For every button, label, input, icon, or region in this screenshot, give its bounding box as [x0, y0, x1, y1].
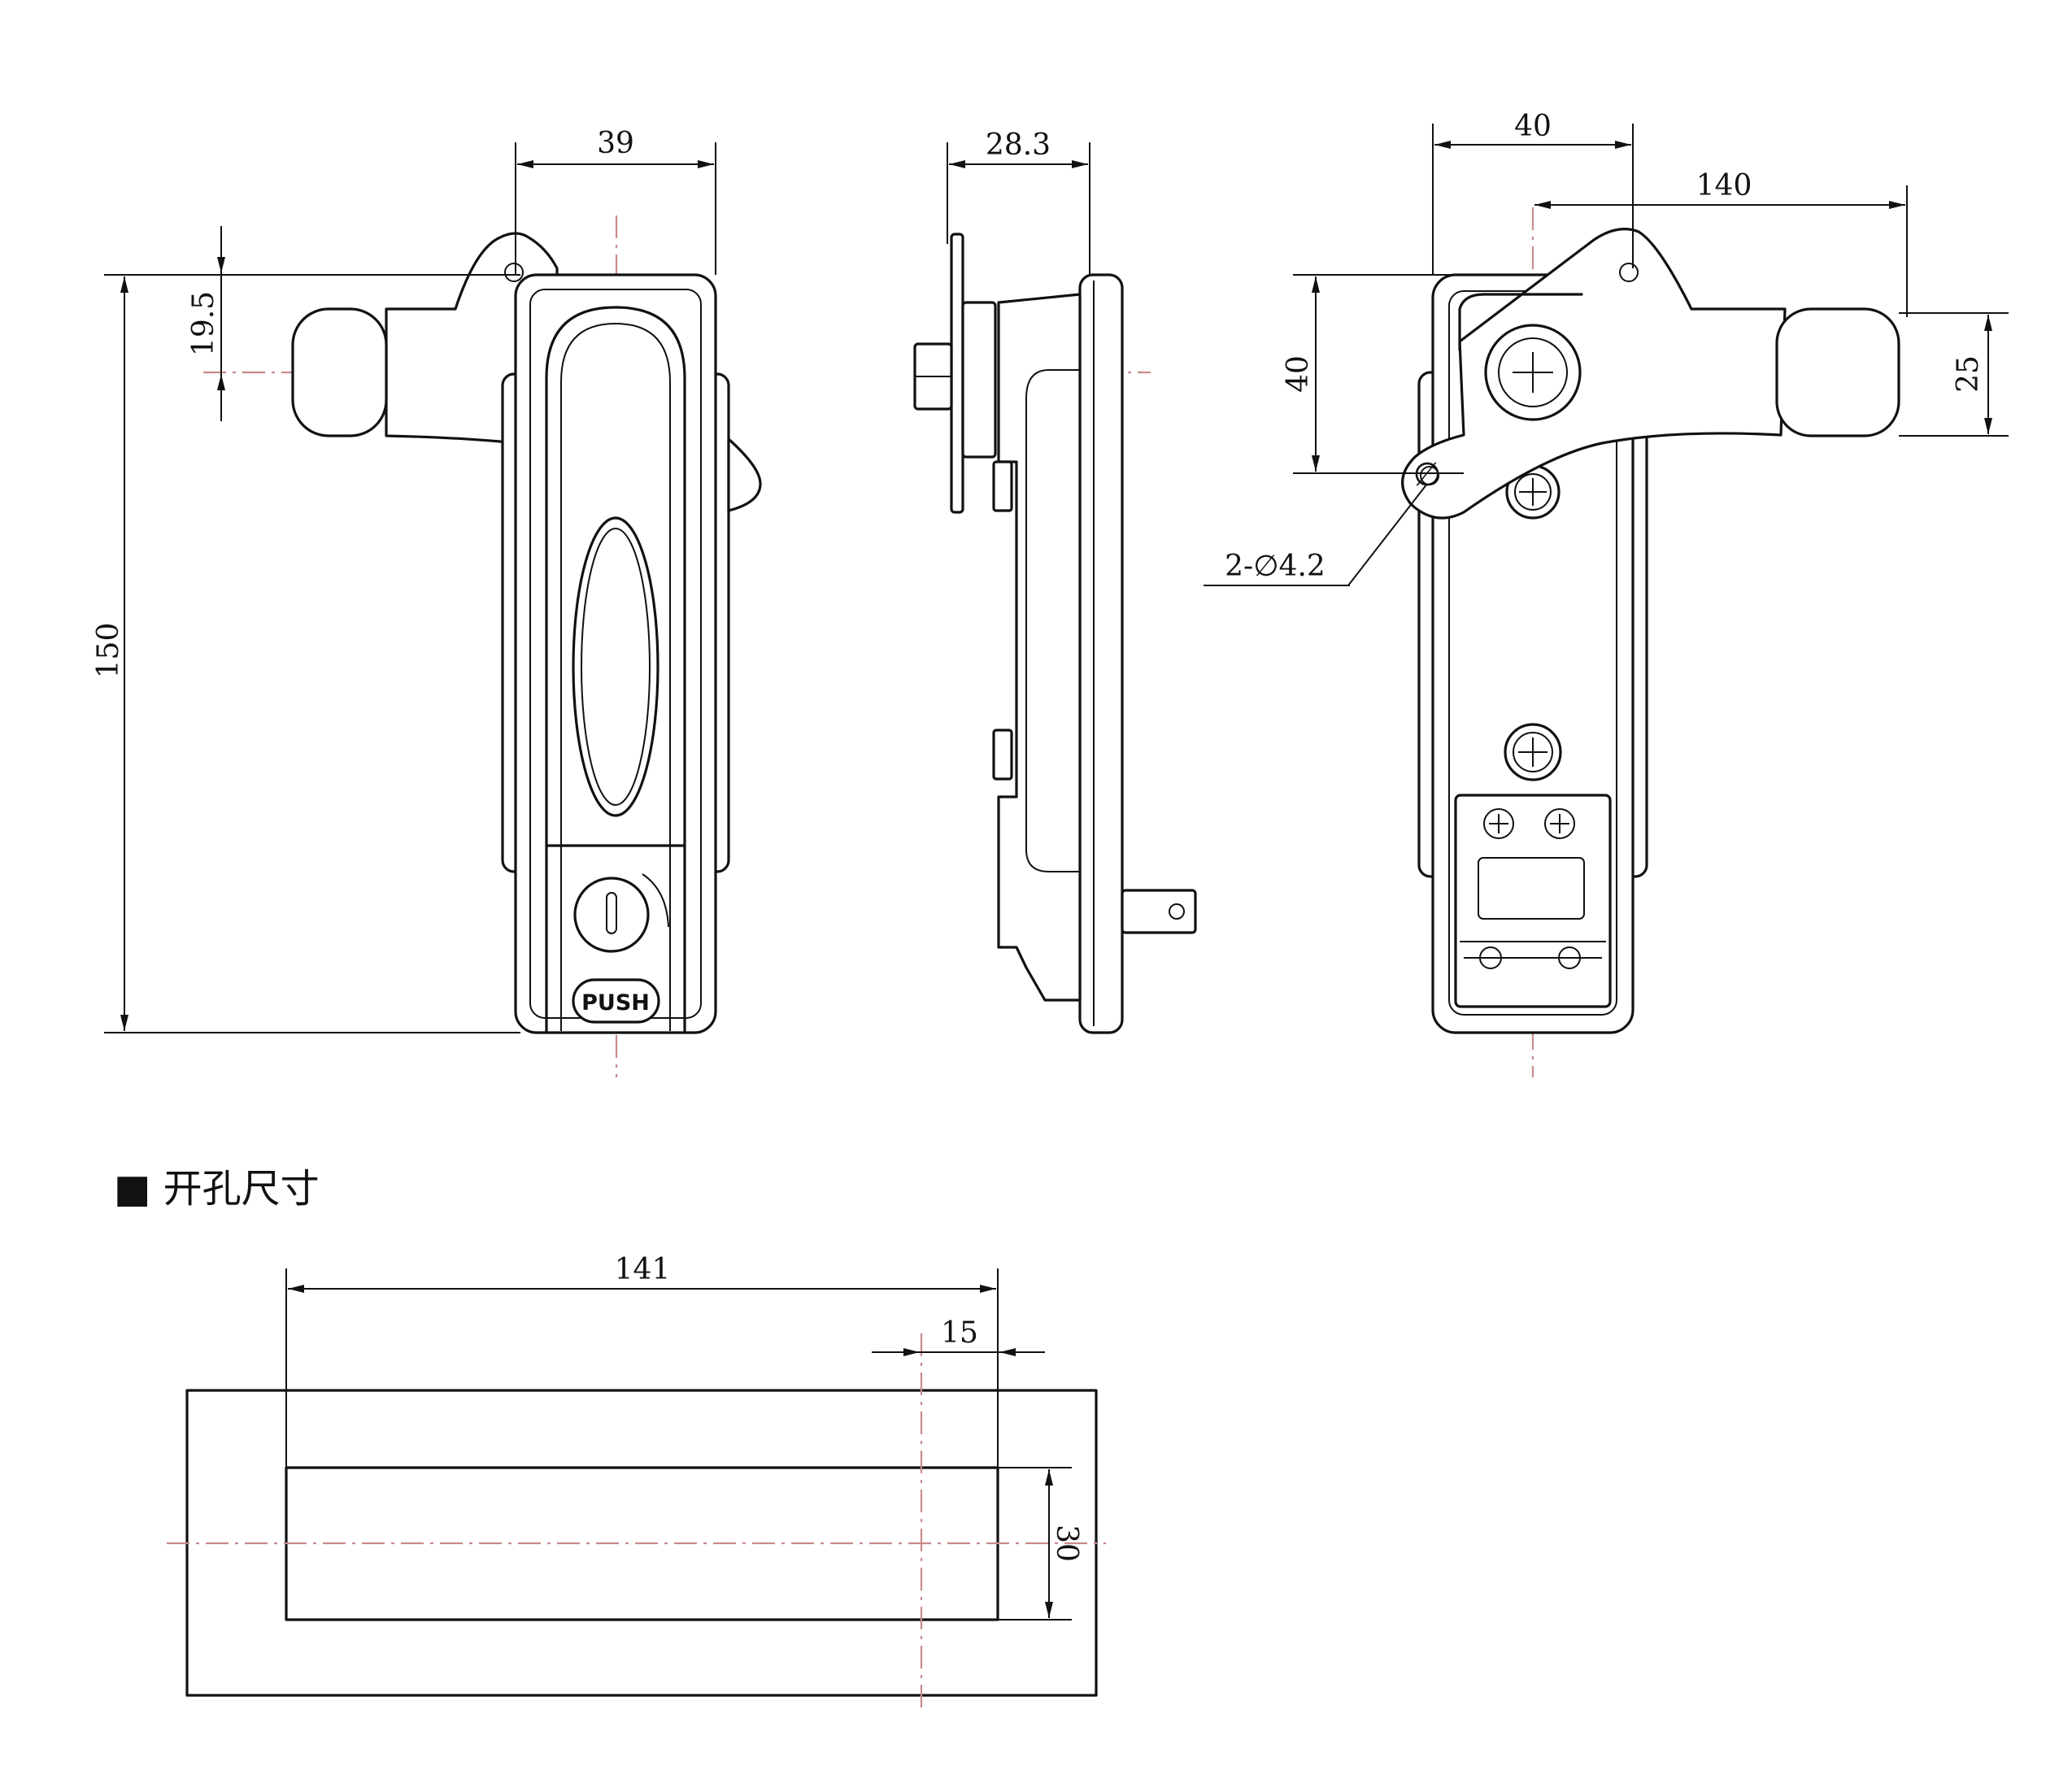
cutout-dim-height-text: 30	[1050, 1525, 1083, 1562]
side-housing	[997, 293, 1082, 1002]
back-latch-hole-right	[1558, 946, 1581, 969]
back-latch-screw-left-cross	[1489, 814, 1508, 833]
front-handle-grip	[291, 307, 388, 437]
back-latch-screw-right	[1544, 808, 1575, 839]
back-screw-middle-inner	[1514, 473, 1552, 511]
back-hole-leader	[1347, 483, 1428, 586]
cutout-view: 141 15 30	[167, 1253, 1106, 1712]
front-recess-outer	[545, 306, 686, 1033]
back-pivot-hole	[1619, 263, 1639, 282]
back-latch-screw-right-cross	[1550, 814, 1569, 833]
back-latch-screw-left	[1483, 808, 1514, 839]
side-mounting-tab	[1121, 889, 1197, 934]
back-screw-middle-cross	[1519, 478, 1547, 506]
back-dim-vert-text: 40	[1282, 355, 1315, 393]
back-latch-hole-left	[1479, 946, 1502, 969]
side-cam-block	[961, 301, 997, 459]
back-dim-grip-text: 25	[1952, 355, 1985, 393]
side-bolt-lower	[992, 729, 1013, 781]
back-screw-lower-cross	[1518, 737, 1547, 767]
back-dim-top-text: 40	[1514, 110, 1552, 143]
back-latch-window	[1478, 857, 1585, 920]
side-mounting-tab-hole	[1169, 903, 1185, 920]
front-body-outline	[514, 273, 717, 1034]
back-cam-nut-inner	[1498, 337, 1568, 407]
back-latch-block	[1454, 794, 1612, 1008]
front-recess-inner	[560, 322, 671, 1031]
front-side-bump	[727, 437, 762, 512]
front-dim-pivot-text: 19.5	[187, 291, 220, 356]
cutout-dim-length-text: 141	[615, 1253, 671, 1286]
front-push-pad-outer	[572, 516, 659, 817]
front-view: PUSH 39 150 19.5	[92, 127, 762, 1077]
back-handle-grip	[1775, 307, 1900, 437]
side-bolt-upper	[992, 460, 1013, 512]
front-key-cylinder	[573, 877, 650, 953]
front-push-button	[572, 978, 660, 1024]
front-push-pad-inner	[581, 528, 651, 806]
front-dim-width-text: 39	[597, 127, 634, 160]
front-dim-height-text: 150	[92, 623, 125, 679]
front-key-dust-cover	[642, 873, 669, 928]
back-screw-lower-inner	[1513, 732, 1553, 772]
side-housing-inner-pocket	[1025, 369, 1080, 872]
back-dim-reach-text: 140	[1696, 169, 1752, 202]
back-view: 40 140 40 25 ∅ 2-∅4.2	[1204, 110, 2009, 1077]
side-dim-depth-text: 28.3	[986, 128, 1051, 162]
back-hole-callout-text: 2-∅4.2	[1225, 550, 1325, 583]
back-arm-hole	[1420, 466, 1439, 485]
cutout-dim-offset-text: 15	[941, 1316, 978, 1350]
front-key-slot-icon	[606, 892, 617, 934]
side-view: 28.3	[913, 128, 1197, 1034]
section-heading: ■ 开孔尺寸	[114, 1166, 320, 1212]
back-hole-symbol: ∅	[1413, 456, 1442, 494]
back-handle-arm	[1401, 228, 1787, 520]
side-cam-plate	[950, 233, 964, 514]
front-push-button-label: PUSH	[581, 990, 650, 1016]
back-cam-bracket	[1458, 293, 1583, 351]
back-cam-nut-cross	[1513, 352, 1553, 393]
front-pivot-hole	[504, 263, 524, 282]
side-face-plate	[1078, 273, 1124, 1034]
